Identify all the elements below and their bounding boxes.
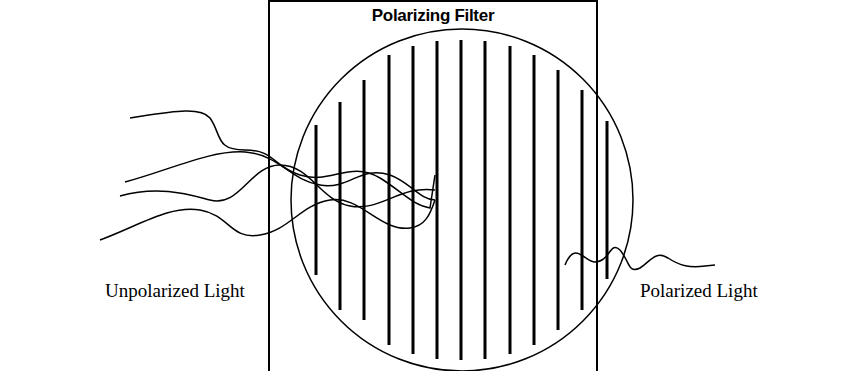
unpolarized-wave <box>125 152 435 200</box>
input-light-label: Unpolarized Light <box>105 280 245 302</box>
slit <box>339 102 342 310</box>
slit <box>557 70 560 330</box>
slit <box>460 40 463 360</box>
slit <box>436 41 439 359</box>
filter-frame: Polarizing Filter <box>268 0 598 371</box>
polarizer-slits <box>316 40 607 360</box>
slit <box>509 46 512 354</box>
unpolarized-wave <box>120 165 435 207</box>
slit <box>533 55 536 345</box>
light-waves <box>100 111 715 270</box>
filter-title: Polarizing Filter <box>372 6 494 26</box>
slit <box>363 80 366 320</box>
polarized-wave <box>565 247 715 269</box>
slit <box>484 41 487 359</box>
unpolarized-wave <box>130 111 435 208</box>
output-light-label: Polarized Light <box>640 280 758 302</box>
slit <box>315 125 318 275</box>
slit <box>581 90 584 310</box>
